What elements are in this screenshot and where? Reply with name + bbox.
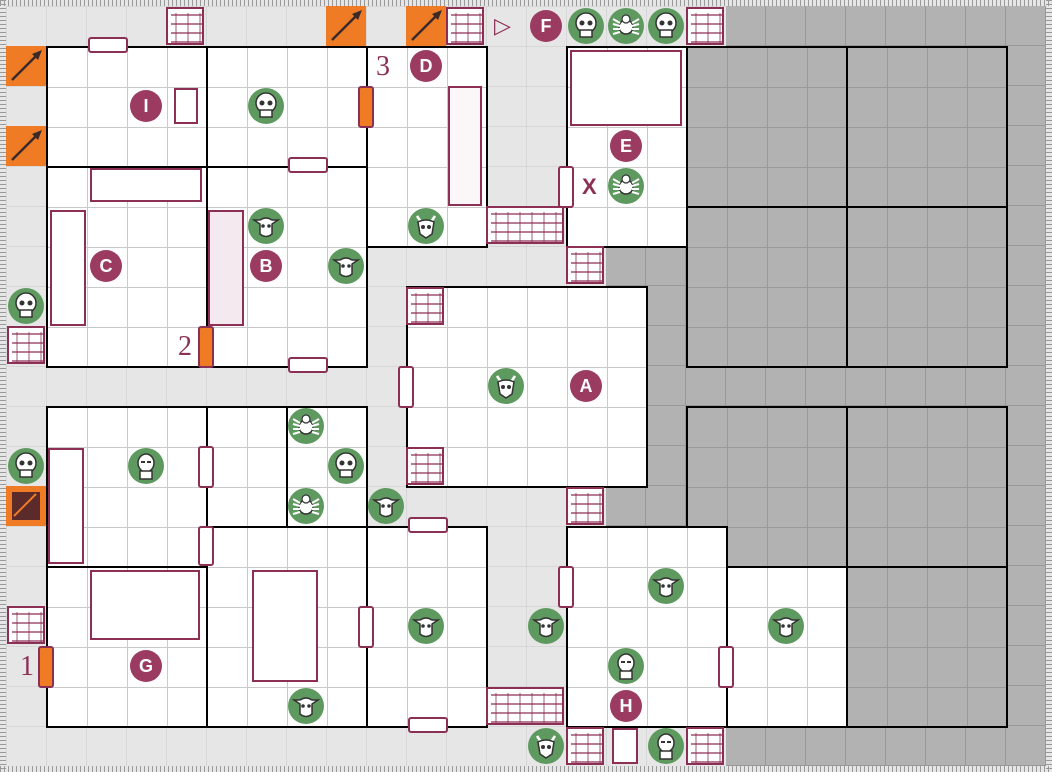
rubble-block-8	[406, 447, 444, 485]
skull-icon[interactable]	[648, 8, 684, 44]
zombie-icon[interactable]	[608, 648, 644, 684]
rubble-block-12	[566, 727, 604, 765]
unexplored-room-6	[846, 406, 1008, 568]
spider-icon[interactable]	[288, 408, 324, 444]
demon-icon[interactable]	[488, 368, 524, 404]
goblin-icon[interactable]	[408, 608, 444, 644]
goblin-icon[interactable]	[648, 568, 684, 604]
goblin-icon[interactable]	[768, 608, 804, 644]
door-3[interactable]	[288, 357, 328, 373]
rubble-block-9	[566, 487, 604, 525]
room-bottom-mid	[206, 526, 368, 728]
door-7[interactable]	[198, 526, 214, 566]
zombie-icon[interactable]	[648, 728, 684, 764]
table-bottom-mid	[252, 570, 318, 682]
room-label-i: I	[130, 90, 162, 122]
spider-icon[interactable]	[608, 8, 644, 44]
desk-room-g	[90, 570, 200, 640]
door-12[interactable]	[408, 717, 448, 733]
skull-icon[interactable]	[328, 448, 364, 484]
rubble-block-2	[446, 7, 484, 45]
skull-icon[interactable]	[8, 288, 44, 324]
goblin-icon[interactable]	[248, 208, 284, 244]
zombie-icon[interactable]	[128, 448, 164, 484]
number-3: 3	[376, 51, 390, 82]
spider-icon[interactable]	[608, 168, 644, 204]
demon-icon[interactable]	[408, 208, 444, 244]
demon-icon[interactable]	[528, 728, 564, 764]
door-orange-2[interactable]	[198, 326, 214, 368]
skull-icon[interactable]	[8, 448, 44, 484]
room-label-d: D	[410, 50, 442, 82]
door-10[interactable]	[558, 566, 574, 608]
number-1: 1	[20, 651, 34, 682]
table-room-c	[90, 168, 202, 202]
start-arrow: ▷	[494, 13, 511, 38]
spear-trap-icon	[6, 46, 46, 86]
room-h-east	[726, 566, 848, 728]
coffin-room-c	[50, 210, 86, 326]
rubble-block-5	[486, 206, 564, 244]
room-h	[566, 526, 728, 728]
goblin-icon[interactable]	[288, 688, 324, 724]
rubble-block-4	[7, 326, 45, 364]
door-9[interactable]	[358, 606, 374, 648]
rock-pile-room-b	[208, 210, 244, 326]
room-label-e: E	[610, 130, 642, 162]
door-8[interactable]	[408, 517, 448, 533]
room-label-h: H	[610, 690, 642, 722]
room-narrow-lower	[206, 406, 288, 528]
rubble-block-11	[486, 687, 564, 725]
rack-room-e	[570, 50, 682, 126]
unexplored-room-3	[686, 206, 848, 368]
rubble-block-13	[686, 727, 724, 765]
crate-bottom-h	[612, 728, 638, 764]
number-2: 2	[178, 331, 192, 362]
spear-trap-icon	[6, 126, 46, 166]
goblin-icon[interactable]	[368, 488, 404, 524]
room-label-f: F	[530, 10, 562, 42]
spear-trap-icon	[406, 6, 446, 46]
rubble-block-1	[166, 7, 204, 45]
crate-room-i	[174, 88, 198, 124]
x-mark: X	[582, 174, 597, 199]
door-orange-1[interactable]	[38, 646, 54, 688]
room-top-middle	[206, 46, 368, 168]
door-1[interactable]	[88, 37, 128, 53]
room-label-b: B	[250, 250, 282, 282]
room-a	[406, 286, 648, 488]
door-5[interactable]	[558, 166, 574, 208]
rubble-block-10	[7, 606, 45, 644]
rubble-block-3	[686, 7, 724, 45]
unexplored-room-4	[846, 206, 1008, 368]
skull-icon[interactable]	[248, 88, 284, 124]
room-label-g: G	[130, 650, 162, 682]
rubble-block-6	[566, 246, 604, 284]
goblin-icon[interactable]	[528, 608, 564, 644]
door-2[interactable]	[288, 157, 328, 173]
unexplored-room-1	[686, 46, 848, 208]
goblin-icon[interactable]	[328, 248, 364, 284]
door-orange-d[interactable]	[358, 86, 374, 128]
room-label-c: C	[90, 250, 122, 282]
unexplored-room-7	[846, 566, 1008, 728]
rubble-block-7	[406, 287, 444, 325]
unexplored-room-2	[846, 46, 1008, 208]
skull-icon[interactable]	[568, 8, 604, 44]
spear-trap-icon	[326, 6, 366, 46]
spider-icon[interactable]	[288, 488, 324, 524]
weapon-rack-room-d	[448, 86, 482, 206]
door-6[interactable]	[198, 446, 214, 488]
bookcase-west-lower	[48, 448, 84, 564]
door-4[interactable]	[398, 366, 414, 408]
door-11[interactable]	[718, 646, 734, 688]
room-label-a: A	[570, 370, 602, 402]
stairs-icon	[6, 486, 46, 526]
